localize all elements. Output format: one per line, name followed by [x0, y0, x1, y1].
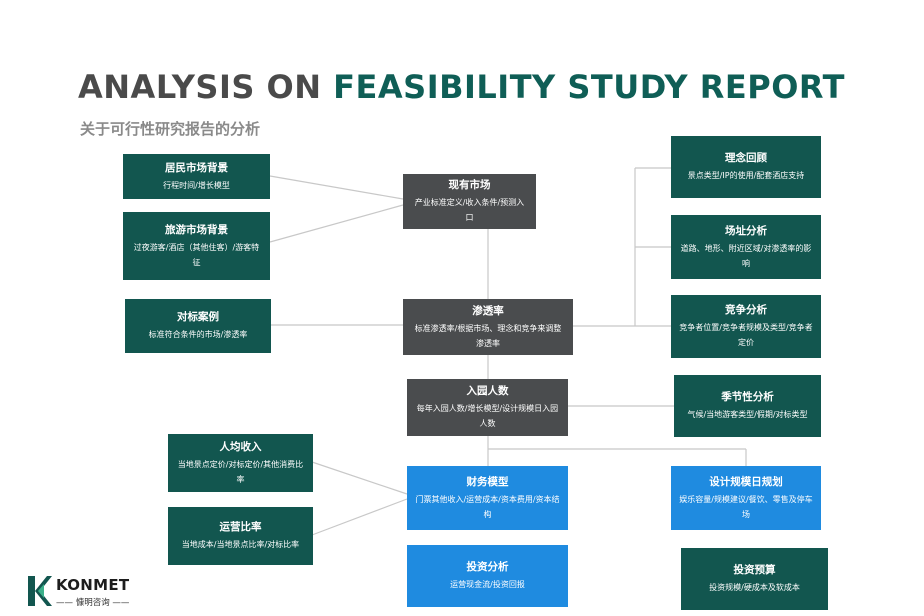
box-title: 现有市场	[448, 179, 491, 191]
logo-name: KONMET	[56, 576, 130, 594]
box-title: 对标案例	[177, 311, 219, 323]
box-subtitle: 景点类型/IP的使用/配套酒店支持	[687, 171, 805, 180]
box-subtitle: 每年入园人数/增长模型/设计规模日入园人数	[416, 404, 559, 428]
box-penetration-rate: 渗透率 标准渗透率/根据市场、理念和竞争来调整渗透率	[403, 299, 573, 355]
box-title: 场址分析	[725, 224, 767, 237]
title-part-2: FEASIBILITY STUDY REPORT	[333, 68, 845, 106]
page-subtitle: 关于可行性研究报告的分析	[80, 120, 261, 138]
logo-chinese-name: —— 慷明咨询 ——	[56, 598, 130, 608]
box-subtitle: 过夜游客/酒店（其他住客）/游客特征	[133, 242, 260, 267]
box-subtitle: 门票其他收入/运营成本/资本费用/资本结构	[415, 494, 560, 519]
box-subtitle: 气候/当地游客类型/假期/对标类型	[687, 410, 808, 419]
box-competition-analysis: 竞争分析 竞争者位置/竞争者规模及类型/竞争者定价	[671, 295, 821, 358]
connector-operating-financial	[311, 498, 408, 536]
box-subtitle: 产业标准定义/收入条件/预测入口	[414, 198, 525, 222]
box-title: 理念回顾	[725, 152, 767, 164]
box-subtitle: 当地景点定价/对标定价/其他消费比率	[177, 459, 304, 484]
box-subtitle: 道路、地形、附近区域/对渗透率的影响	[680, 243, 812, 268]
box-title: 财务模型	[466, 475, 509, 488]
box-subtitle: 投资规模/硬成本及软成本	[709, 583, 800, 592]
box-subtitle: 标准符合条件的市场/渗透率	[148, 330, 248, 339]
konmet-logo-icon	[28, 576, 52, 606]
box-title: 设计规模日规划	[709, 475, 783, 488]
box-title: 季节性分析	[721, 391, 774, 403]
box-residential-market: 居民市场背景 行程时间/增长模型	[123, 154, 270, 199]
box-tourism-market: 旅游市场背景 过夜游客/酒店（其他住客）/游客特征	[123, 212, 270, 280]
box-site-analysis: 场址分析 道路、地形、附近区域/对渗透率的影响	[671, 215, 821, 279]
box-investment-budget: 投资预算 投资规模/硬成本及软成本	[681, 548, 828, 610]
box-subtitle: 运营现金流/投资回报	[450, 580, 525, 589]
title-part-1: ANALYSIS ON	[78, 68, 334, 106]
box-title: 投资分析	[466, 561, 509, 573]
box-design-scale-planning: 设计规模日规划 娱乐容量/规模建议/餐饮、零售及停车场	[671, 466, 821, 530]
box-title: 竞争分析	[725, 304, 767, 316]
box-title: 人均收入	[219, 440, 262, 453]
box-title: 居民市场背景	[165, 161, 228, 174]
connector-residential-existing	[269, 175, 404, 200]
box-existing-market: 现有市场 产业标准定义/收入条件/预测入口	[403, 174, 536, 229]
box-concept-review: 理念回顾 景点类型/IP的使用/配套酒店支持	[671, 136, 821, 198]
connector-percapita-financial	[311, 461, 408, 495]
box-title: 入园人数	[466, 385, 509, 397]
box-benchmark-case: 对标案例 标准符合条件的市场/渗透率	[125, 299, 271, 353]
connector-tourism-existing	[269, 204, 404, 243]
box-subtitle: 行程时间/增长模型	[163, 180, 230, 190]
box-operating-ratio: 运营比率 当地成本/当地景点比率/对标比率	[168, 507, 313, 565]
box-title: 渗透率	[472, 304, 504, 317]
box-title: 投资预算	[733, 564, 776, 576]
box-financial-model: 财务模型 门票其他收入/运营成本/资本费用/资本结构	[407, 466, 568, 530]
company-logo: KONMET —— 慷明咨询 ——	[26, 572, 146, 612]
box-subtitle: 当地成本/当地景点比率/对标比率	[181, 540, 300, 549]
box-subtitle: 标准渗透率/根据市场、理念和竞争来调整渗透率	[414, 323, 562, 348]
page-title: ANALYSIS ON FEASIBILITY STUDY REPORT	[78, 68, 845, 106]
box-seasonality-analysis: 季节性分析 气候/当地游客类型/假期/对标类型	[674, 375, 821, 437]
box-subtitle: 竞争者位置/竞争者规模及类型/竞争者定价	[679, 323, 813, 347]
box-per-capita-income: 人均收入 当地景点定价/对标定价/其他消费比率	[168, 434, 313, 492]
box-title: 运营比率	[219, 521, 262, 533]
box-park-attendance: 入园人数 每年入园人数/增长模型/设计规模日入园人数	[407, 379, 568, 436]
box-investment-analysis: 投资分析 运营现金流/投资回报	[407, 545, 568, 607]
box-subtitle: 娱乐容量/规模建议/餐饮、零售及停车场	[679, 494, 813, 519]
box-title: 旅游市场背景	[165, 223, 228, 236]
